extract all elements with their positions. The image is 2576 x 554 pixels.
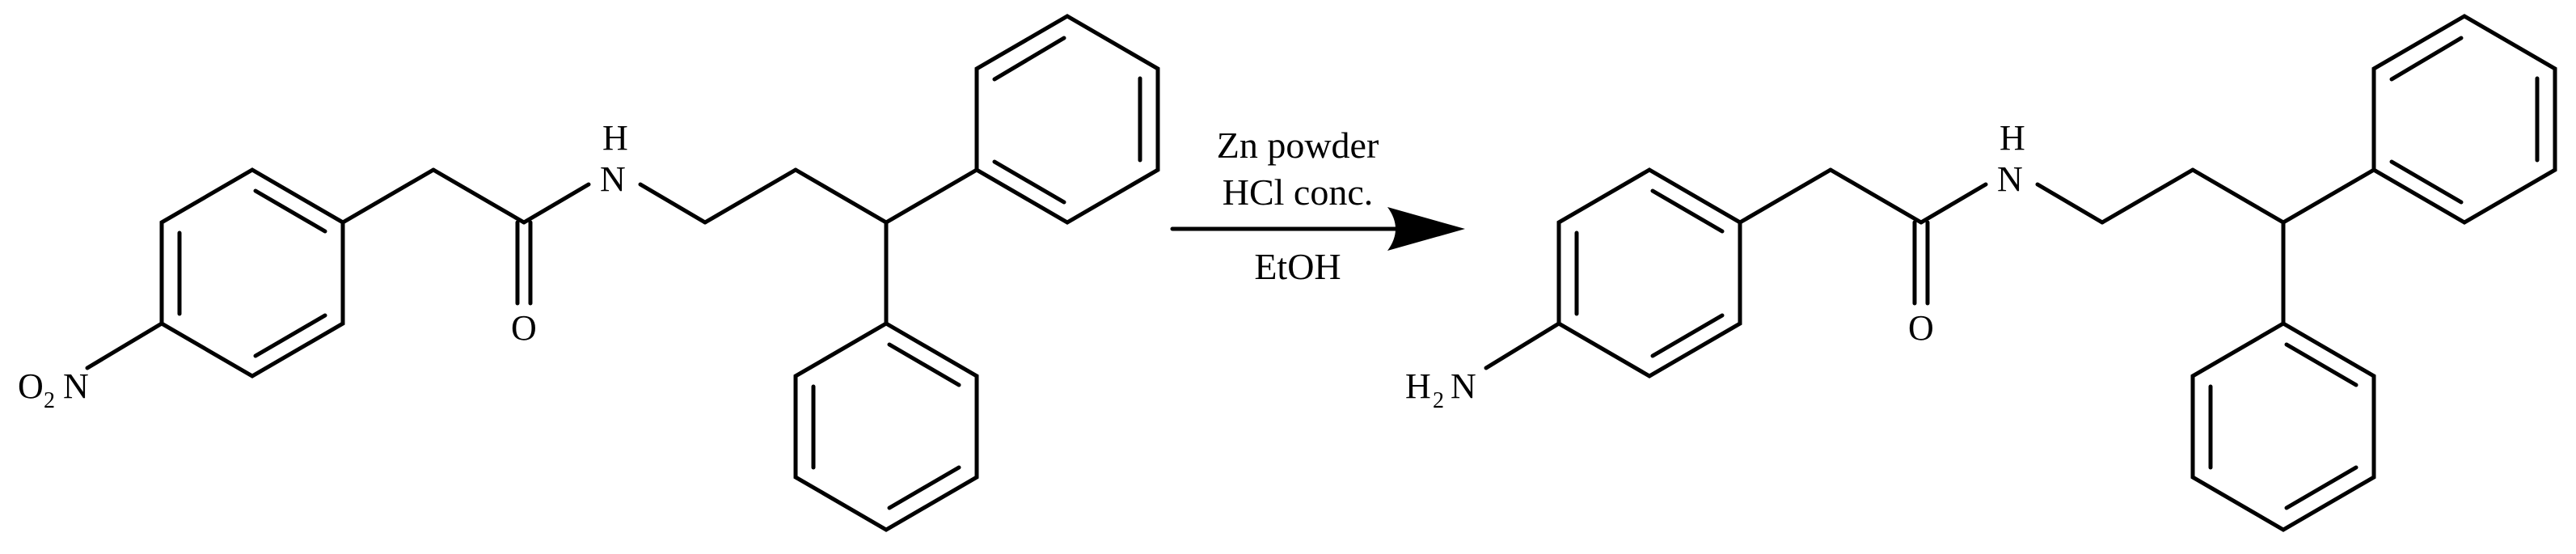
reactant-propyl-bond-1 [703,167,798,225]
reactant-ch2-carbonyl-bond [431,167,526,225]
reaction-condition-2: HCl conc. [1223,171,1374,213]
product-amide-h: H [2000,118,2025,158]
reactant-n-ch2-bond [638,182,707,225]
reactant-propyl-bond-2 [793,167,889,225]
reactant-nitro-bond [85,321,164,370]
product-amine-n: N [1451,366,1476,406]
reaction-arrow-head [1387,207,1465,251]
reactant-nitrophenyl-ring [159,167,345,378]
reaction-condition-1: Zn powder [1217,125,1379,166]
reactant-amide-h: H [602,118,628,158]
reactant-ch-phenyl-upper-bond [884,167,979,225]
product-phenyl-upper [2371,14,2557,225]
product-carbonyl-o: O [1908,308,1934,348]
reactant-molecule: O 2 N H N O [18,14,1160,532]
reactant-phenyl-upper [974,14,1160,225]
reactant-benzyl-bond [340,167,436,225]
product-molecule: H 2 N H N O [1405,14,2557,532]
product-propyl-bond-1 [2100,167,2195,225]
reactant-nitro-n: N [63,366,89,406]
reactant-nitro-o: O [18,366,44,406]
reactant-phenyl-lower [793,321,979,532]
reactant-amide-bond [522,182,591,225]
product-propyl-bond-2 [2190,167,2286,225]
product-amide-n: N [1997,159,2023,199]
product-ch2-carbonyl-bond [1828,167,1924,225]
product-benzyl-bond [1738,167,1833,225]
product-amide-bond [1919,182,1988,225]
product-phenyl-lower [2190,321,2376,532]
product-amine-h: H [1405,366,1431,406]
product-n-ch2-bond [2035,182,2105,225]
reaction-condition-3: EtOH [1254,246,1341,287]
reactant-nitro-sub: 2 [44,388,55,413]
reaction-arrow [1170,207,1465,251]
product-amine-bond [1484,321,1561,370]
product-aminophenyl-ring [1556,167,1742,378]
reactant-carbonyl-o: O [511,308,537,348]
reactant-amide-n: N [600,159,626,199]
product-amine-sub: 2 [1433,388,1444,413]
product-ch-phenyl-upper-bond [2281,167,2376,225]
